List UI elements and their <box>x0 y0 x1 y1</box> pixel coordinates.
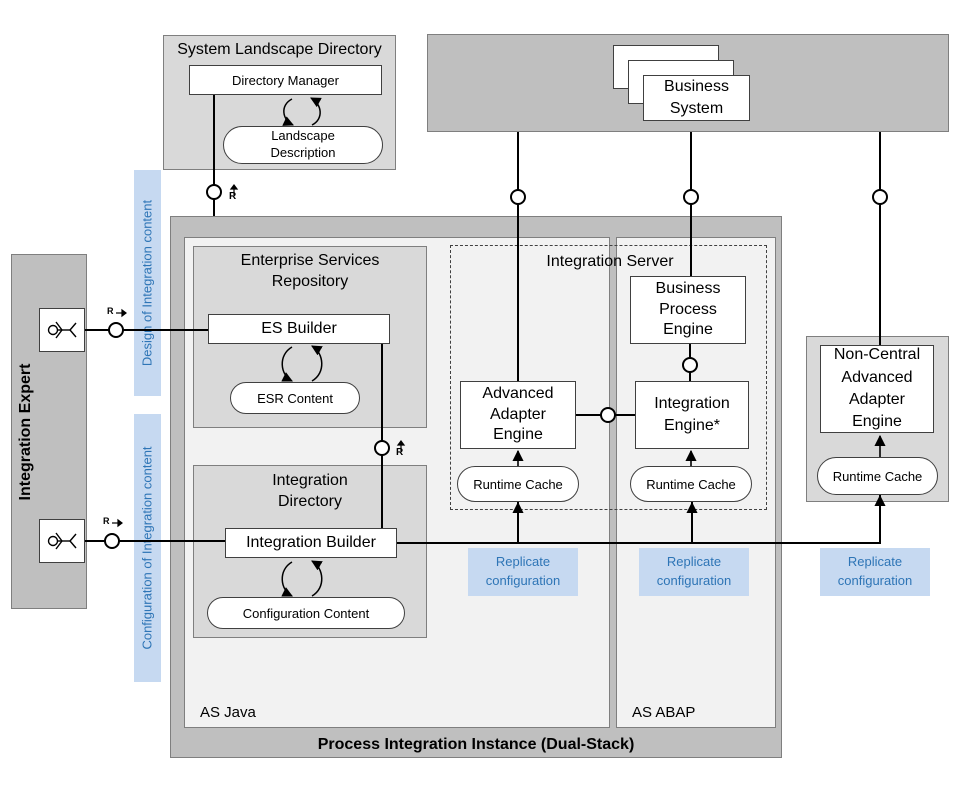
non-central-aae: Non-Central Advanced Adapter Engine <box>820 345 934 433</box>
bs-aae-interface-circle <box>510 189 526 205</box>
actor-design-icon <box>47 321 77 339</box>
r-marker-sld: R <box>229 191 237 202</box>
integration-server-title: Integration Server <box>546 253 674 270</box>
sld-interface-circle <box>206 184 222 200</box>
pi-title: Process Integration Instance (Dual-Stack… <box>317 736 635 753</box>
esr-title: Enterprise Services Repository <box>240 252 380 290</box>
r-marker-design: R <box>107 306 114 316</box>
r-marker-esb-ib: R <box>396 447 404 458</box>
replicate-config-2: Replicate configuration <box>639 548 749 596</box>
replicate-config-1: Replicate configuration <box>468 548 578 596</box>
landscape-description: Landscape Description <box>223 126 383 164</box>
esr-cycle-arrow <box>281 346 293 382</box>
id-cycle-arrow <box>281 561 293 597</box>
design-interface-circle <box>108 322 124 338</box>
id-title: Integration Directory <box>272 472 348 510</box>
actor-config-icon <box>47 532 77 550</box>
esb-ib-interface-circle <box>374 440 390 456</box>
business-process-engine: Business Process Engine <box>630 276 746 344</box>
configuration-content: Configuration Content <box>207 597 405 629</box>
sld-title: System Landscape Directory <box>177 41 382 58</box>
ie-runtime-cache: Runtime Cache <box>630 466 752 502</box>
configuration-label-bar: Configuration of Integration content <box>134 414 161 682</box>
aae-runtime-cache: Runtime Cache <box>457 466 579 502</box>
integration-builder[interactable]: Integration Builder <box>225 528 397 558</box>
esr-content: ESR Content <box>230 382 360 414</box>
bs-bpe-interface-circle <box>683 189 699 205</box>
aae-ie-interface-circle <box>600 407 616 423</box>
as-abap-label: AS ABAP <box>632 704 696 721</box>
integration-engine: Integration Engine* <box>635 381 749 449</box>
integration-server-boundary <box>450 245 767 510</box>
directory-manager: Directory Manager <box>189 65 382 95</box>
r-marker-config: R <box>103 516 110 526</box>
advanced-adapter-engine: Advanced Adapter Engine <box>460 381 576 449</box>
as-java-label: AS Java <box>200 704 256 721</box>
bs-nc-interface-circle <box>872 189 888 205</box>
business-system: Business System <box>643 75 750 121</box>
es-builder[interactable]: ES Builder <box>208 314 390 344</box>
config-interface-circle <box>104 533 120 549</box>
replicate-line <box>397 495 881 544</box>
sld-cycle-arrow <box>282 98 294 126</box>
bpe-ie-interface-circle <box>682 357 698 373</box>
replicate-config-3: Replicate configuration <box>820 548 930 596</box>
design-label-bar: Design of Integration content <box>134 170 161 396</box>
non-central-runtime-cache: Runtime Cache <box>817 457 938 495</box>
